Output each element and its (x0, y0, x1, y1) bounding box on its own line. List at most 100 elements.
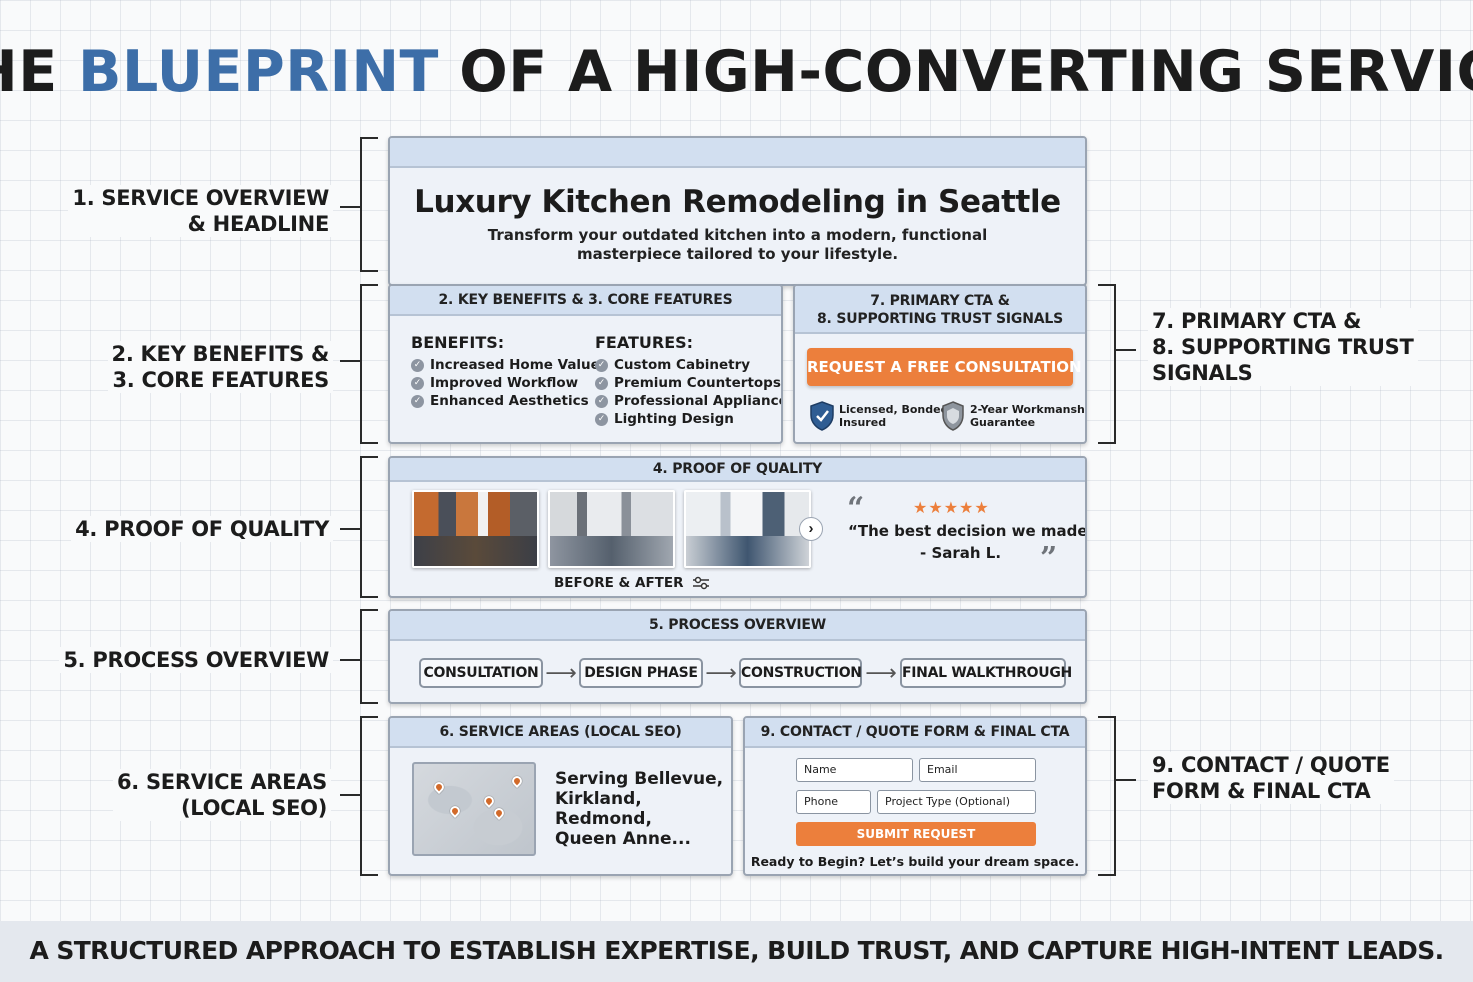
bracket-5 (360, 609, 378, 704)
service-areas-text: Serving Bellevue,Kirkland,Redmond,Queen … (555, 769, 724, 849)
final-cta-text: Ready to Begin? Let’s build your dream s… (750, 854, 1080, 869)
star-icon: ★ (943, 500, 960, 517)
list-item: ✓Enhanced Aesthetics (411, 392, 600, 410)
list-item: ✓Premium Countertops (595, 374, 781, 392)
connector-6 (340, 794, 360, 796)
testimonial-author: - Sarah L. (920, 544, 1002, 562)
title-post: OF A HIGH-CONVERTING SERVICE PAG (459, 39, 1473, 105)
check-icon: ✓ (595, 376, 608, 390)
areas-panel: 6. SERVICE AREAS (LOCAL SEO) Serving Bel… (388, 716, 733, 876)
main-title: HE BLUEPRINT OF A HIGH-CONVERTING SERVIC… (0, 36, 1473, 108)
form-panel: 9. CONTACT / QUOTE FORM & FINAL CTA Name… (743, 716, 1087, 876)
benefits-panel: 2. KEY BENEFITS & 3. CORE FEATURES BENEF… (388, 284, 783, 444)
bracket-9 (1098, 716, 1116, 876)
benefits-panel-header: 2. KEY BENEFITS & 3. CORE FEATURES (390, 286, 781, 316)
label-process-overview: 5. PROCESS OVERVIEW (59, 647, 333, 673)
connector-5 (340, 659, 360, 661)
bracket-6 (360, 716, 378, 876)
list-item: ✓Improved Workflow (411, 374, 600, 392)
check-icon: ✓ (595, 358, 608, 372)
arrow-right-icon: ⟶ (545, 660, 577, 685)
bracket-4 (360, 456, 378, 598)
benefits-list: ✓Increased Home Value ✓Improved Workflow… (411, 356, 600, 410)
hero-subtitle: Transform your outdated kitchen into a m… (487, 226, 988, 263)
service-area-map[interactable] (412, 762, 536, 856)
label-key-benefits: 2. KEY BENEFITS &3. CORE FEATURES (107, 341, 333, 393)
chevron-right-icon[interactable]: › (799, 517, 823, 541)
phone-field[interactable]: Phone (796, 790, 871, 814)
arrow-right-icon: ⟶ (705, 660, 737, 685)
process-panel-header: 5. PROCESS OVERVIEW (390, 611, 1085, 641)
map-pin-icon (491, 805, 507, 821)
map-pin-icon (509, 773, 525, 789)
before-after-photo[interactable] (548, 490, 675, 568)
title-pre: HE (0, 39, 58, 105)
footer-tagline: A STRUCTURED APPROACH TO ESTABLISH EXPER… (0, 921, 1473, 982)
label-service-overview: 1. SERVICE OVERVIEW& HEADLINE (68, 185, 333, 237)
process-step: FINAL WALKTHROUGH (900, 658, 1072, 688)
title-accent: BLUEPRINT (78, 39, 439, 105)
before-after-photo[interactable] (684, 490, 811, 568)
connector-1 (340, 206, 360, 208)
request-consultation-button[interactable]: REQUEST A FREE CONSULTATION (807, 348, 1082, 386)
check-icon: ✓ (411, 358, 424, 372)
process-step: DESIGN PHASE (579, 658, 703, 688)
process-step: CONSTRUCTION (739, 658, 862, 688)
star-icon: ★ (928, 500, 944, 517)
star-icon: ★ (974, 500, 990, 517)
cta-panel: 7. PRIMARY CTA &8. SUPPORTING TRUST SIGN… (793, 284, 1087, 444)
features-list: ✓Custom Cabinetry ✓Premium Countertops ✓… (595, 356, 781, 428)
shield-badge-icon (941, 401, 965, 431)
process-step: CONSULTATION (419, 658, 543, 688)
before-after-photo[interactable] (412, 490, 539, 568)
trust-licensed: Licensed, Bonded,Insured (839, 403, 953, 429)
bracket-7 (1098, 284, 1116, 444)
list-item: ✓Professional Appliances (595, 392, 781, 410)
slider-icon (693, 576, 710, 590)
project-type-field[interactable]: Project Type (Optional) (877, 790, 1036, 814)
check-icon: ✓ (411, 394, 424, 408)
list-item: ✓Lighting Design (595, 410, 781, 428)
hero-panel: Luxury Kitchen Remodeling in Seattle Tra… (388, 136, 1087, 286)
benefits-title: BENEFITS: (411, 333, 505, 352)
rating-stars: ★★★★★ (913, 498, 990, 518)
connector-9 (1116, 779, 1136, 781)
features-title: FEATURES: (595, 333, 694, 352)
map-pin-icon (481, 793, 497, 809)
email-field[interactable]: Email (919, 758, 1036, 782)
list-item: ✓Increased Home Value (411, 356, 600, 374)
proof-panel: 4. PROOF OF QUALITY › BEFORE & AFTER “ ★… (388, 456, 1087, 598)
areas-panel-header: 6. SERVICE AREAS (LOCAL SEO) (390, 718, 731, 748)
cta-panel-header: 7. PRIMARY CTA &8. SUPPORTING TRUST SIGN… (795, 286, 1085, 334)
list-item: ✓Custom Cabinetry (595, 356, 781, 374)
map-pin-icon (447, 803, 463, 819)
connector-7 (1116, 349, 1136, 351)
label-proof-of-quality: 4. PROOF OF QUALITY (71, 516, 333, 542)
process-panel: 5. PROCESS OVERVIEW CONSULTATION ⟶ DESIG… (388, 609, 1087, 704)
bracket-2 (360, 284, 378, 444)
testimonial-quote: “The best decision we made! (848, 522, 1087, 540)
connector-2 (340, 360, 360, 362)
bracket-1 (360, 137, 378, 272)
arrow-right-icon: ⟶ (865, 660, 897, 685)
before-after-caption: BEFORE & AFTER (554, 574, 710, 592)
check-icon: ✓ (411, 376, 424, 390)
star-icon: ★ (913, 500, 929, 517)
check-icon: ✓ (595, 394, 608, 408)
quote-close-icon: ” (1040, 541, 1058, 576)
connector-4 (340, 528, 360, 530)
hero-panel-header (390, 138, 1085, 168)
label-service-areas: 6. SERVICE AREAS(LOCAL SEO) (112, 769, 331, 821)
quote-open-icon: “ (847, 491, 865, 526)
name-field[interactable]: Name (796, 758, 913, 782)
map-pin-icon (431, 779, 447, 795)
star-icon: ★ (959, 500, 975, 517)
check-icon: ✓ (595, 412, 608, 426)
shield-check-icon (809, 401, 835, 431)
hero-title: Luxury Kitchen Remodeling in Seattle (414, 184, 1061, 220)
form-panel-header: 9. CONTACT / QUOTE FORM & FINAL CTA (745, 718, 1085, 748)
submit-request-button[interactable]: SUBMIT REQUEST (796, 822, 1036, 846)
